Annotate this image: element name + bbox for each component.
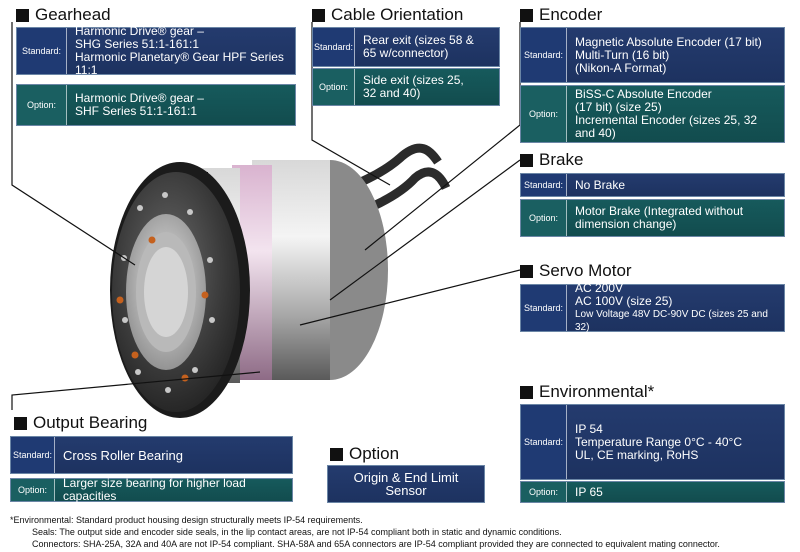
encoder-option: Option: BiSS-C Absolute Encoder (17 bit)… [520, 85, 785, 143]
cable-option: Option: Side exit (sizes 25, 32 and 40) [312, 68, 500, 106]
environmental-standard: Standard: IP 54 Temperature Range 0°C - … [520, 404, 785, 480]
environmental-standard-text: IP 54 Temperature Range 0°C - 40°C UL, C… [575, 421, 743, 462]
bullet-square-icon [520, 8, 533, 22]
brake-standard-text: No Brake [575, 177, 626, 192]
cable-standard-text: Rear exit (sizes 58 & 65 w/connector) [363, 33, 474, 60]
brake-title: Brake [520, 150, 583, 170]
encoder-option-text: BiSS-C Absolute Encoder (17 bit) (size 2… [575, 87, 758, 140]
environmental-option-text: IP 65 [575, 484, 603, 499]
gearhead-title: Gearhead [16, 5, 111, 25]
leader-brake [329, 159, 521, 301]
cable-standard: Standard: Rear exit (sizes 58 & 65 w/con… [312, 27, 500, 67]
servo-standard-text: AC 200V AC 100V (size 25) Low Voltage 48… [575, 281, 768, 334]
bullet-square-icon [520, 264, 533, 278]
bearing-standard: Standard: Cross Roller Bearing [10, 436, 293, 474]
encoder-standard: Standard: Magnetic Absolute Encoder (17 … [520, 27, 785, 83]
gearhead-option-text: Harmonic Drive® gear – SHF Series 51:1-1… [75, 91, 204, 118]
bearing-option-text: Larger size bearing for higher load capa… [63, 476, 246, 503]
footnote-connectors: Connectors: SHA-25A, 32A and 40A are not… [32, 539, 720, 549]
cable-option-text: Side exit (sizes 25, 32 and 40) [363, 73, 464, 100]
brake-option-text: Motor Brake (Integrated without dimensio… [575, 204, 744, 231]
bullet-square-icon [16, 8, 29, 22]
option-text: Origin & End Limit Sensor [353, 470, 459, 498]
option-title: Option [330, 444, 399, 464]
leader-gearhead [11, 22, 136, 266]
footnote-seals: Seals: The output side and encoder side … [32, 527, 562, 537]
bullet-square-icon [520, 385, 533, 399]
bullet-square-icon [330, 447, 343, 461]
bearing-standard-text: Cross Roller Bearing [63, 447, 183, 463]
encoder-standard-text: Magnetic Absolute Encoder (17 bit) Multi… [575, 34, 762, 75]
environmental-title: Environmental* [520, 382, 654, 402]
servo-title: Servo Motor [520, 261, 632, 281]
encoder-title: Encoder [520, 5, 602, 25]
gearhead-option: Option: Harmonic Drive® gear – SHF Serie… [16, 84, 296, 126]
option-box: Origin & End Limit Sensor [327, 465, 485, 503]
gearhead-standard: Standard: Harmonic Drive® gear – SHG Ser… [16, 24, 296, 77]
bearing-title: Output Bearing [14, 413, 147, 433]
bullet-square-icon [312, 8, 325, 22]
brake-standard: Standard: No Brake [520, 173, 785, 197]
brake-option: Option: Motor Brake (Integrated without … [520, 199, 785, 237]
bearing-option: Option: Larger size bearing for higher l… [10, 476, 293, 503]
bullet-square-icon [520, 153, 533, 167]
leader-servo [299, 269, 521, 326]
servo-standard: Standard: AC 200V AC 100V (size 25) Low … [520, 281, 785, 334]
footnote-environmental: *Environmental: Standard product housing… [10, 515, 363, 525]
bullet-square-icon [14, 416, 27, 430]
environmental-option: Option: IP 65 [520, 481, 785, 503]
gearhead-standard-text: Harmonic Drive® gear – SHG Series 51:1-1… [75, 24, 284, 77]
cable-title: Cable Orientation [312, 5, 463, 25]
leader-bearing [11, 371, 261, 410]
